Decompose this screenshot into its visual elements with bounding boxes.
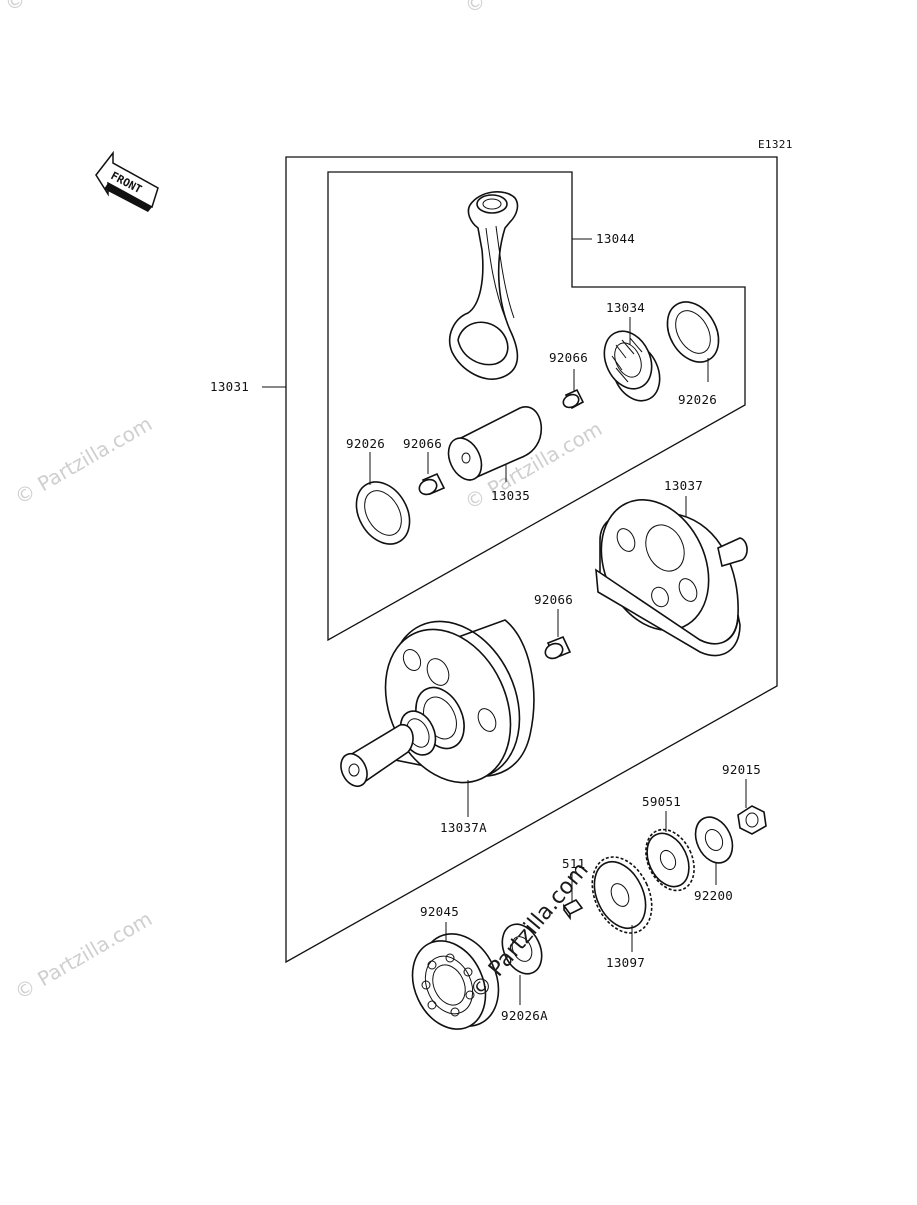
label-511: 511 bbox=[562, 856, 585, 871]
thrust-washer-right-part bbox=[666, 301, 720, 363]
label-92026a: 92026A bbox=[501, 1008, 548, 1023]
part-labels: 13031 13044 13034 92026 92066 92026 9206… bbox=[210, 231, 761, 1023]
watermark: © Partzilla.com bbox=[1, 0, 147, 16]
label-92015: 92015 bbox=[722, 762, 761, 777]
flywheel-left-part bbox=[340, 619, 535, 788]
label-13031: 13031 bbox=[210, 379, 249, 394]
washer-92200-part bbox=[694, 816, 734, 864]
crankpin-part bbox=[447, 406, 542, 482]
label-92066-left: 92066 bbox=[403, 436, 442, 451]
label-13037a: 13037A bbox=[440, 820, 487, 835]
flywheel-right-part bbox=[595, 499, 748, 657]
label-59051: 59051 bbox=[642, 794, 681, 809]
label-13034: 13034 bbox=[606, 300, 645, 315]
label-92045: 92045 bbox=[420, 904, 459, 919]
label-13097: 13097 bbox=[606, 955, 645, 970]
ball-bearing-part bbox=[411, 933, 500, 1030]
gear-13097-part bbox=[591, 856, 653, 934]
label-92066-upper: 92066 bbox=[549, 350, 588, 365]
nut-part bbox=[737, 805, 767, 835]
diagram-code: E1321 bbox=[758, 138, 793, 151]
needle-bearing-part bbox=[603, 330, 661, 402]
washer-92026a-part bbox=[501, 923, 543, 975]
label-13035: 13035 bbox=[491, 488, 530, 503]
watermark-center: © Partzilla.com bbox=[465, 858, 593, 1004]
label-13044: 13044 bbox=[596, 231, 635, 246]
pin-upper-part bbox=[562, 388, 585, 410]
label-92026-left: 92026 bbox=[346, 436, 385, 451]
pin-left-part bbox=[418, 472, 446, 496]
connecting-rod-assy-frame bbox=[327, 171, 746, 642]
label-92066-lower: 92066 bbox=[534, 592, 573, 607]
gear-59051-part bbox=[645, 828, 695, 892]
watermark: © Partzilla.com bbox=[11, 411, 157, 509]
thrust-washer-left-part bbox=[355, 481, 411, 545]
connecting-rod-part bbox=[448, 191, 519, 380]
watermark: © Partzilla.com bbox=[461, 0, 607, 18]
crankshaft-assy-frame bbox=[285, 156, 778, 964]
leader-lines bbox=[262, 238, 747, 1005]
label-92026-right: 92026 bbox=[678, 392, 717, 407]
pin-lower-part bbox=[544, 635, 572, 660]
label-13037: 13037 bbox=[664, 478, 703, 493]
label-92200: 92200 bbox=[694, 888, 733, 903]
front-arrow-icon: FRONT bbox=[95, 150, 159, 212]
watermark: © Partzilla.com bbox=[11, 906, 157, 1004]
